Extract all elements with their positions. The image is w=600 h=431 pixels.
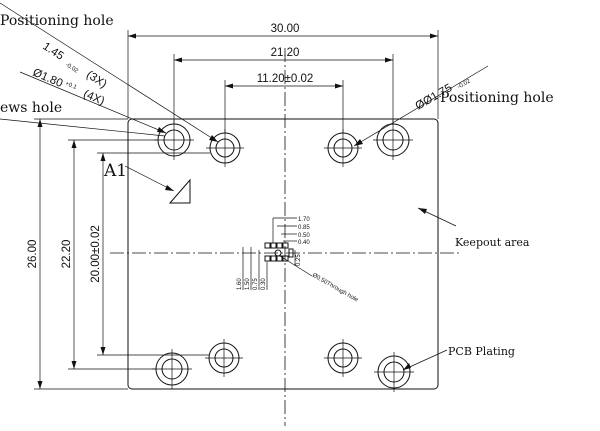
hole-1-80-tol: +0.1 (64, 81, 78, 91)
datum-triangle-icon (168, 178, 191, 204)
dimension-height-inner-holes: 20.00±0.02 (90, 152, 210, 356)
center-v-label-5: 0.25 (296, 254, 302, 266)
hole-top-right-inner (324, 129, 362, 167)
hole-bottom-left-inner (205, 339, 243, 377)
center-v-label-1: 1.60 (237, 278, 243, 290)
positioning-hole-label-left: Positioning hole (0, 13, 114, 29)
pcb-plating-arrow (403, 363, 411, 370)
width-inner-holes-label: 11.20±0.02 (257, 73, 314, 85)
keepout-area-label: Keepout area (455, 236, 530, 249)
width-outer-holes-label: 21.20 (271, 47, 300, 59)
hole-bottom-right-outer (374, 352, 414, 392)
center-h-label-4: 0.40 (298, 240, 310, 246)
pcb-plating-label: PCB Plating (448, 345, 515, 358)
screws-hole-leader (0, 118, 166, 137)
dimension-width-overall: 30.00 (127, 23, 439, 119)
center-h-label-2: 0.85 (298, 225, 310, 231)
screws-hole-label: ews hole (0, 100, 62, 116)
hole-top-left-outer (154, 120, 194, 160)
height-outer-holes-label: 22.20 (61, 240, 73, 269)
center-h-label-1: 1.70 (298, 217, 310, 223)
keepout-arrow (418, 208, 427, 214)
center-h-label-3: 0.50 (298, 233, 310, 239)
hole-1-80-main: Ø1.80 (31, 67, 65, 90)
width-overall-label: 30.00 (271, 23, 300, 35)
center-v-label-3: 0.75 (253, 278, 259, 290)
height-overall-label: 26.00 (27, 240, 39, 269)
datum-a1-label: A1 (103, 161, 127, 181)
hole-1-45-qty: (3X) (84, 69, 109, 91)
center-v-label-4: 0.30 (261, 278, 267, 290)
positioning-hole-label-right: Positioning hole (440, 90, 554, 106)
datum-a1: A1 (103, 161, 191, 204)
center-v-label-2: 1.50 (245, 278, 251, 290)
hole-top-right-outer (373, 120, 413, 160)
hole-bottom-right-inner (324, 339, 362, 377)
hole-1-75-tol: -0.02 (457, 78, 472, 90)
dimension-height-overall: 26.00 (27, 118, 128, 390)
hole-1-80-qty: (4X) (81, 88, 106, 108)
center-pad-detail: 1.70 0.85 0.50 0.40 1.60 1.50 0.75 0.30 … (237, 217, 359, 304)
hole-1-45-tol: -0.02 (64, 62, 79, 75)
callout-hole-1-75: ØØ1.75 -0.02 (353, 65, 489, 147)
hole-1-45-main: 1.45 (40, 40, 65, 62)
dimension-height-outer-holes: 22.20 (61, 139, 158, 370)
hole-top-left-inner (206, 129, 244, 167)
board-outline (127, 118, 439, 390)
height-inner-holes-label: 20.00±0.02 (90, 225, 102, 282)
dimension-width-inner-holes: 11.20±0.02 (224, 73, 344, 133)
dimension-width-outer-holes: 21.20 (173, 47, 394, 124)
through-hole-label: Ø0.50Through hole (311, 273, 359, 304)
